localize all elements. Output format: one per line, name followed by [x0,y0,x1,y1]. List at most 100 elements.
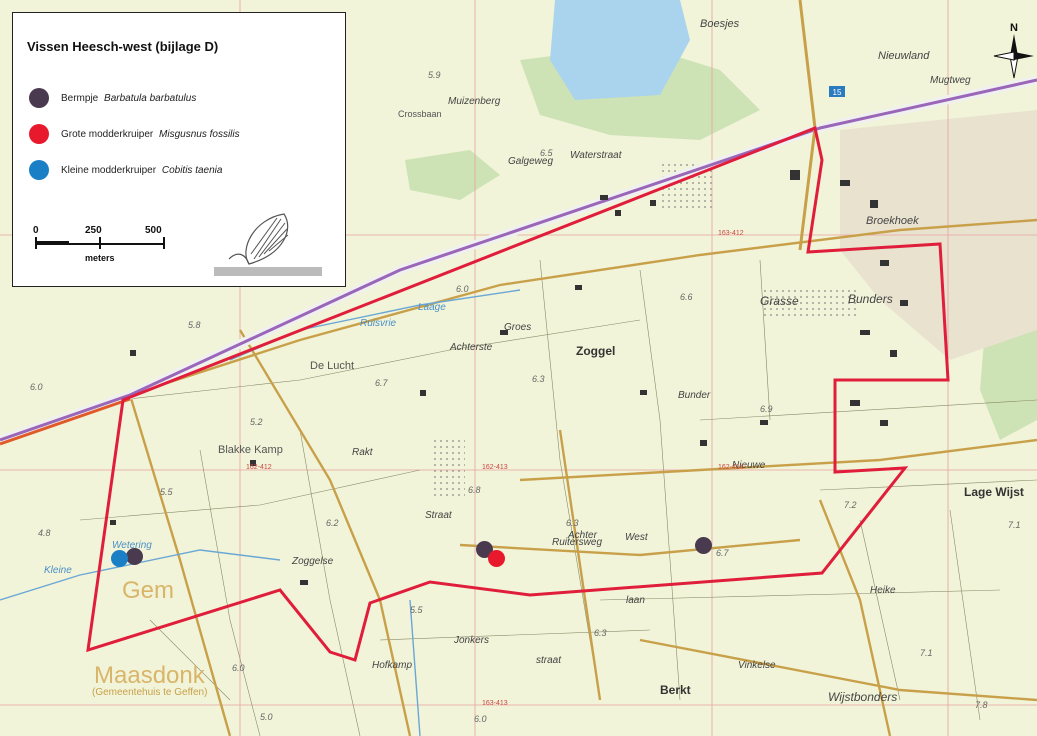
place-label-gem: Gem [122,577,175,604]
svg-text:15: 15 [833,88,842,97]
place-label-broekhoek: Broekhoek [866,215,919,227]
legend-latin-name: Misgusnus fossilis [159,128,240,140]
water-label-wetering: Wetering [112,540,152,551]
legend-latin-name: Cobitis taenia [161,164,223,176]
height-label: 4.8 [38,528,51,538]
place-label-lage-wijst: Lage Wijst [964,485,1024,499]
water-label-kleine: Kleine [44,565,72,576]
height-label: 6.5 [540,148,553,158]
scale-unit: meters [85,253,115,263]
height-label: 7.1 [920,648,933,658]
height-label: 7.1 [1008,520,1021,530]
observation-marker[interactable] [126,548,143,565]
map-legend: Vissen Heesch-west (bijlage D) Bermpje B… [12,12,346,287]
street-label-ruitersweg: Ruitersweg [552,537,603,548]
street-label-muizenberg: Muizenberg [448,96,501,107]
height-label: 7.2 [844,500,857,510]
street-label-jonkers: Jonkers [454,635,490,646]
study-area-boundary [86,125,950,662]
height-label: 5.0 [260,712,273,722]
place-label-heike: Heike [870,585,896,596]
street-label-groes: Groes [504,322,532,333]
height-label: 5.8 [188,320,201,330]
height-label: 6.0 [474,714,487,724]
height-label: 6.9 [760,404,773,414]
north-arrow: N [992,20,1036,80]
height-label: 6.2 [326,518,339,528]
street-label-rakt: Rakt [352,447,373,458]
legend-swatch [29,160,49,180]
svg-text:N: N [1010,22,1018,34]
route-shield: 15 [829,86,845,97]
place-label-zoggel: Zoggel [576,344,616,358]
street-label-straat: Straat [425,510,452,521]
place-label-crossbaan: Crossbaan [398,109,442,119]
grid-code-label: 162-412 [246,464,272,471]
scale-label: 0 [33,225,39,236]
legend-common-name: Grote modderkruiper [61,128,154,140]
place-label-wijstbonders: Wijstbonders [828,690,898,704]
shell-logo-icon [214,213,322,276]
place-subtitle: (Gemeentehuis te Geffen) [92,687,208,698]
grid-code-label: 163-413 [482,700,508,707]
height-label: 5.5 [410,605,423,615]
legend-swatch [29,124,49,144]
water-label-laage: Laage [418,302,446,313]
street-label-achter: Achter [568,530,597,541]
height-label: 6.3 [532,374,545,384]
parcel-lines [79,259,1037,736]
legend-item-bermpje: Bermpje Barbatula barbatulus [29,88,196,108]
place-label-boesjes: Boesjes [700,18,740,30]
street-label-mugtweg: Mugtweg [930,75,971,86]
height-label: 6.7 [375,378,388,388]
grid-code-label: 163-412 [718,230,744,237]
compass-rose-icon: N [993,22,1034,79]
place-label-nieuwland: Nieuwland [878,50,930,62]
height-label: 6.0 [232,663,245,673]
height-label: 7.8 [975,700,988,710]
legend-common-name: Bermpje [61,92,99,104]
buildings [110,170,908,585]
observation-marker[interactable] [111,550,128,567]
height-label: 6.0 [456,284,469,294]
street-label-west: West [625,532,648,543]
scale-tick [99,237,101,249]
place-label-grasse: Grasse [760,294,799,308]
lake [550,0,690,100]
street-label-straat-2: straat [536,655,562,666]
scale-fill [35,241,69,245]
legend-common-name: Kleine modderkruiper [61,164,157,176]
legend-latin-name: Barbatula barbatulus [104,92,197,104]
water-label-ruisvrie: Ruisvrie [360,318,397,329]
grid-code-label: 162-414 [718,464,744,471]
street-label-vinkelse: Vinkelse [738,660,776,671]
scale-tick [35,237,37,249]
height-label: 6.3 [566,518,579,528]
legend-item-grote-modderkruiper: Grote modderkruiper Misgusnus fossilis [29,124,240,144]
roads [0,218,1037,736]
place-label-de-lucht: De Lucht [310,360,355,372]
height-label: 5.5 [160,487,173,497]
logo [209,209,324,284]
scale-tick [163,237,165,249]
street-label-hofkamp: Hofkamp [372,660,413,671]
observation-marker[interactable] [695,537,712,554]
scale-label: 250 [85,225,102,236]
scale-label: 500 [145,225,162,236]
place-label-maasdonk: Maasdonk [94,662,205,689]
place-label-berkt: Berkt [660,683,691,697]
height-label: 5.9 [428,70,441,80]
street-label-laan: laan [626,595,645,606]
legend-item-kleine-modderkruiper: Kleine modderkruiper Cobitis taenia [29,160,222,180]
grid-code-label: 162-413 [482,464,508,471]
street-label-bunder: Bunder [678,390,711,401]
height-label: 6.0 [30,382,43,392]
street-label-achterste: Achterste [450,342,493,353]
height-label: 6.8 [468,485,481,495]
height-label: 6.3 [594,628,607,638]
motorway [0,0,1037,446]
place-label-bunders: Bunders [848,292,893,306]
observation-marker[interactable] [488,550,505,567]
height-label: 5.2 [250,417,263,427]
